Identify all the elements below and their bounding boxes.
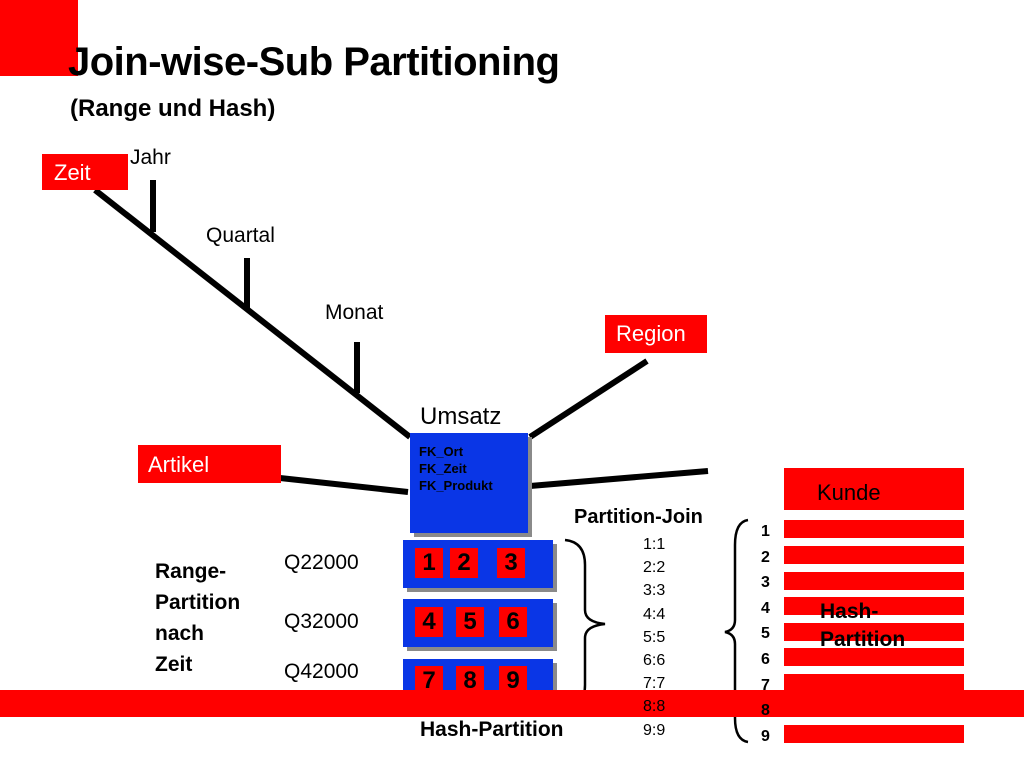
corner-block [0,0,78,76]
join-pair: 9:9 [643,721,666,739]
join-pair: 7:7 [643,675,666,693]
range-q22000: Q22000 [284,551,359,574]
kunde-hash-bar [784,597,964,615]
join-pair: 4:4 [643,605,666,623]
join-pair: 6:6 [643,651,666,669]
partition-cell: 2 [450,548,478,578]
partition-join-pairs: 1:1 2:2 3:3 4:4 5:5 6:6 7:7 8:8 9:9 [643,533,665,742]
kunde-number: 2 [761,548,770,566]
kunde-number: 7 [761,676,770,694]
join-pair: 1:1 [643,536,666,553]
partition-row-1: 1 2 3 [403,540,553,588]
kunde-box: Kunde [784,468,964,510]
kunde-number: 1 [761,523,770,540]
kunde-number: 6 [761,650,770,668]
zeit-line [93,187,412,440]
partition-row-2: 4 5 6 [403,599,553,647]
kunde-number: 8 [761,702,770,720]
kunde-line [529,468,709,489]
kunde-hash-bar [784,725,964,743]
range-q42000: Q42000 [284,660,359,683]
kunde-hash-bar [784,623,964,641]
right-brace [724,518,749,744]
fk-zeit: FK_Zeit [419,461,467,476]
quartal-label: Quartal [206,224,275,247]
join-pair: 5:5 [643,628,666,646]
region-box: Region [605,315,707,353]
partition-cell: 5 [456,607,484,637]
kunde-label: Kunde [817,480,881,505]
zeit-label: Zeit [54,160,91,185]
hash-partition-label: Hash-Partition [420,718,564,741]
artikel-box: Artikel [138,445,281,483]
partition-join-title: Partition-Join [574,506,703,528]
kunde-hash-bar [784,546,964,564]
partition-cell: 4 [415,607,443,637]
page-subtitle: (Range und Hash) [70,95,276,122]
region-label: Region [616,321,686,346]
artikel-label: Artikel [148,452,210,477]
join-pair: 3:3 [643,582,666,600]
region-line [528,358,649,440]
kunde-hash-bar [784,520,964,538]
fact-table-box: FK_Ort FK_Zeit FK_Produkt [410,433,528,533]
kunde-hash-bar [784,674,964,692]
partition-cell: 3 [497,548,525,578]
partition-cell: 1 [415,548,443,578]
kunde-hash-bar [784,572,964,590]
kunde-number: 3 [761,574,770,592]
artikel-line [279,475,409,495]
fk-produkt: FK_Produkt [419,478,493,493]
range-q32000: Q32000 [284,610,359,633]
fk-ort: FK_Ort [419,444,464,459]
range-partition-label: Range- Partition nach Zeit [155,560,241,676]
partition-cell: 6 [499,607,527,637]
zeit-box: Zeit [42,154,128,190]
join-pair: 2:2 [643,559,666,577]
jahr-label: Jahr [130,146,171,169]
umsatz-label: Umsatz [420,403,502,430]
kunde-number: 4 [761,599,770,617]
kunde-hash-bar [784,699,964,717]
page-title: Join-wise-Sub Partitioning [68,40,560,84]
kunde-numbers: 1 2 3 4 5 6 7 8 9 [761,519,770,749]
left-brace [564,538,606,712]
kunde-hash-bar [784,648,964,666]
kunde-hash-label: Hash- Partition [820,600,906,651]
join-pair: 8:8 [643,698,666,716]
monat-label: Monat [325,301,384,324]
kunde-number: 9 [761,727,770,745]
kunde-number: 5 [761,625,770,643]
